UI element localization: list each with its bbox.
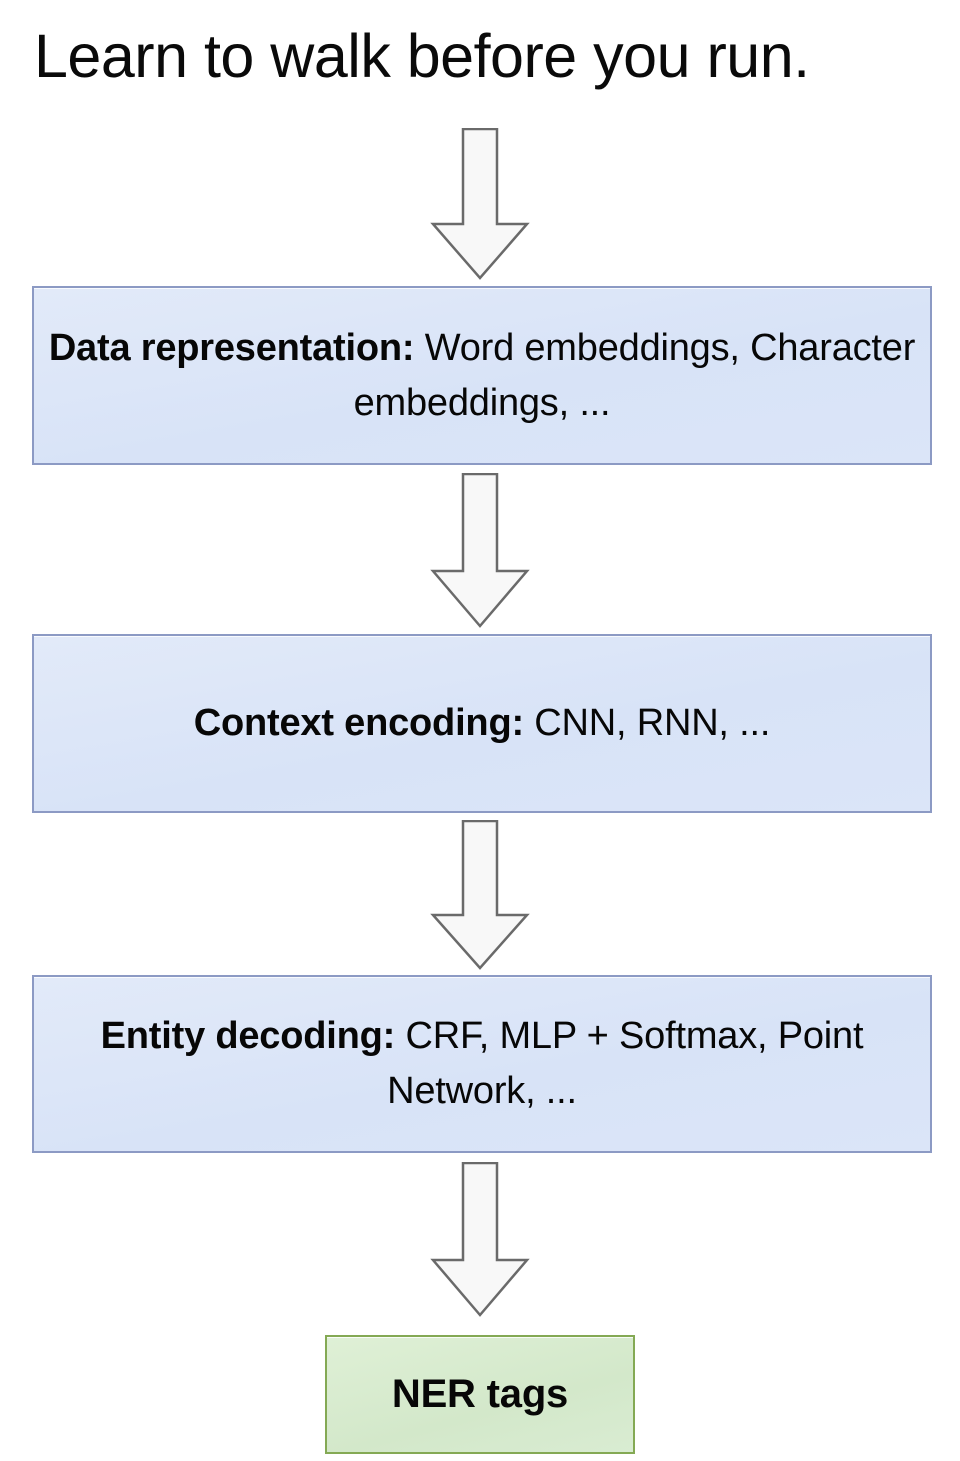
down-block-arrow-icon xyxy=(430,473,530,628)
flow-node-ner-tags[interactable]: NER tags xyxy=(325,1335,635,1454)
flow-node-label: NER tags xyxy=(378,1367,582,1422)
flow-node-label-bold: NER tags xyxy=(391,1372,569,1416)
page-title: Learn to walk before you run. xyxy=(34,22,810,90)
flow-node-label-bold: Context encoding: xyxy=(193,702,524,744)
flow-node-label-rest: Word embeddings, Character embeddings, .… xyxy=(353,326,916,424)
flow-node-context-encoding[interactable]: Context encoding: CNN, RNN, ... xyxy=(32,634,932,813)
flow-node-data-representation[interactable]: Data representation: Word embeddings, Ch… xyxy=(32,286,932,465)
flow-node-label-bold: Entity decoding: xyxy=(100,1015,396,1057)
down-block-arrow-icon xyxy=(430,820,530,970)
flow-node-label: Context encoding: CNN, RNN, ... xyxy=(180,696,784,751)
flow-node-label-bold: Data representation: xyxy=(48,326,415,369)
flow-node-entity-decoding[interactable]: Entity decoding: CRF, MLP + Softmax, Poi… xyxy=(32,975,932,1153)
flow-node-label-rest: CNN, RNN, ... xyxy=(523,702,771,744)
flow-node-label: Entity decoding: CRF, MLP + Softmax, Poi… xyxy=(34,1009,930,1119)
flow-node-label: Data representation: Word embeddings, Ch… xyxy=(34,321,930,431)
flow-node-label-rest: CRF, MLP + Softmax, Point Network, ... xyxy=(387,1015,864,1112)
down-block-arrow-icon xyxy=(430,128,530,280)
down-block-arrow-icon xyxy=(430,1162,530,1317)
